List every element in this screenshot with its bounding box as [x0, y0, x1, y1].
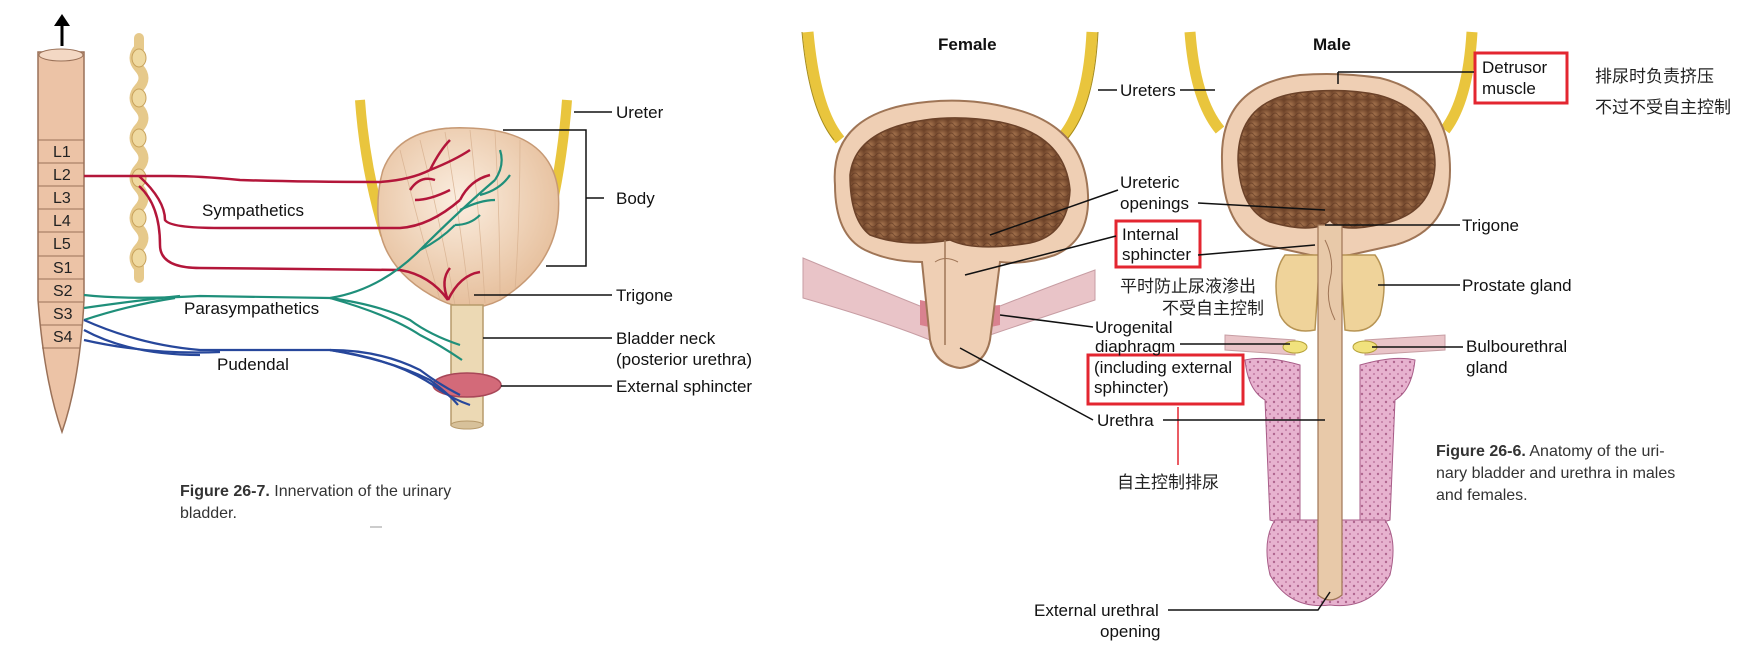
innervation-figure: L1 L2 L3 L4 L5 S1 S2 S3 S4 [37, 14, 752, 528]
bladder-neck [450, 304, 484, 426]
label-prostate: Prostate gland [1462, 276, 1572, 295]
pudendal-nerves [83, 318, 471, 407]
sympathetic-nerves [84, 139, 491, 301]
male-prostate-right [1339, 254, 1385, 332]
label-sympathetics: Sympathetics [202, 201, 304, 220]
segment-s4: S4 [53, 329, 73, 346]
up-arrow-icon [54, 14, 70, 46]
label-trigone-left-fig: Trigone [616, 286, 673, 305]
male-corpus-right [1359, 357, 1416, 523]
male-corpus-left [1244, 357, 1301, 523]
note-internal-1: 平时防止尿液渗出 [1120, 277, 1256, 297]
label-trigone-right-fig: Trigone [1462, 216, 1519, 235]
label-bulbourethral-1: Bulbourethral [1466, 337, 1567, 356]
caption-right-line1: Figure 26-6. Anatomy of the uri- [1436, 443, 1665, 460]
label-body: Body [616, 189, 655, 208]
label-bulbourethral-2: gland [1466, 358, 1508, 377]
anatomy-bladder-figure: Female Male [801, 31, 1731, 641]
caption-right-number: Figure 26-6. [1436, 443, 1526, 460]
segment-s2: S2 [53, 283, 73, 300]
bladder-body [377, 127, 560, 309]
leader-lines [959, 71, 1474, 611]
caption-right-line2: nary bladder and urethra in males [1436, 465, 1675, 482]
male-urethra [1317, 224, 1343, 601]
note-internal-2: 不受自主控制 [1162, 299, 1264, 319]
caption-left-line1: Figure 26-7. Innervation of the urinary [180, 483, 451, 500]
caption-left-line2: bladder. [180, 505, 237, 522]
parasympathetic-nerves [83, 149, 511, 361]
spinal-segments [38, 139, 84, 349]
segment-s1: S1 [53, 260, 73, 277]
note-detrusor-2: 不过不受自主控制 [1595, 98, 1731, 118]
label-ureter-left-fig: Ureter [616, 103, 664, 122]
label-external-opening-1: External urethral [1034, 601, 1159, 620]
female-ureter-right [1055, 31, 1098, 144]
label-external-opening-2: opening [1100, 622, 1161, 641]
caption-right-text: Anatomy of the uri- [1529, 443, 1664, 460]
caption-left-number: Figure 26-7. [180, 483, 270, 500]
label-urogenital-2: diaphragm [1095, 337, 1175, 356]
label-parasympathetics: Parasympathetics [184, 299, 319, 318]
highlight-internal-sphincter [1114, 219, 1202, 269]
label-external-sphincter: External sphincter [616, 377, 752, 396]
label-including-1: (including external [1094, 358, 1232, 377]
female-title: Female [938, 35, 997, 54]
segment-l2: L2 [53, 167, 71, 184]
label-urethra: Urethra [1097, 411, 1154, 430]
highlight-external-sphincter [1086, 353, 1245, 406]
label-internal-sphincter-2: sphincter [1122, 245, 1191, 264]
label-ureteric-openings-2: openings [1120, 194, 1189, 213]
label-ureters: Ureters [1120, 81, 1176, 100]
segment-l5: L5 [53, 236, 71, 253]
spinal-cord [37, 51, 85, 435]
segment-l4: L4 [53, 213, 71, 230]
male-prostate-left [1275, 254, 1321, 332]
highlight-detrusor [1473, 51, 1569, 105]
label-bladder-neck-sub: (posterior urethra) [616, 350, 752, 369]
segment-l3: L3 [53, 190, 71, 207]
male-ureter-right [1440, 31, 1478, 134]
note-external: 自主控制排尿 [1117, 473, 1219, 493]
label-pudendal: Pudendal [217, 355, 289, 374]
male-title: Male [1313, 35, 1351, 54]
segment-l1: L1 [53, 144, 71, 161]
caption-right-line3: and females. [1436, 487, 1528, 504]
label-internal-sphincter-1: Internal [1122, 225, 1179, 244]
label-ureteric-openings-1: Ureteric [1120, 173, 1180, 192]
male-ureter-left [1184, 31, 1225, 134]
female-pelvic-floor [802, 257, 931, 341]
female-ureter-left [802, 31, 845, 144]
label-urogenital-1: Urogenital [1095, 318, 1173, 337]
segment-s3: S3 [53, 306, 73, 323]
sympathetic-chain [129, 33, 149, 283]
label-detrusor-2: muscle [1482, 79, 1536, 98]
caption-left-text: Innervation of the urinary [274, 483, 451, 500]
label-including-2: sphincter) [1094, 378, 1169, 397]
label-detrusor-1: Detrusor [1482, 58, 1548, 77]
label-bladder-neck: Bladder neck [616, 329, 716, 348]
note-detrusor-1: 排尿时负责挤压 [1595, 67, 1714, 87]
